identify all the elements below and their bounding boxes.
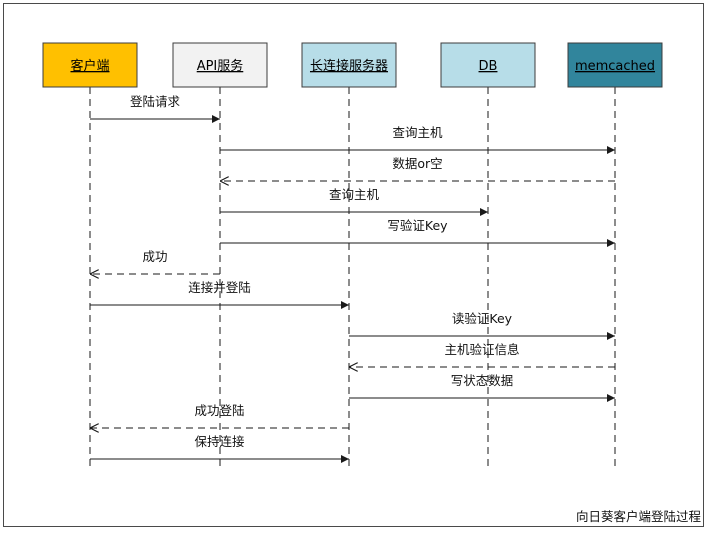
actor-box-3[interactable]: DB bbox=[440, 42, 536, 88]
actor-rect-0 bbox=[42, 42, 138, 88]
message-label-3: 查询主机 bbox=[329, 187, 380, 202]
actor-label-3: DB bbox=[479, 59, 498, 74]
actor-box-4[interactable]: memcached bbox=[567, 42, 663, 88]
actor-rect-2 bbox=[301, 42, 397, 88]
actor-label-0: 客户端 bbox=[70, 58, 109, 74]
message-label-10: 成功登陆 bbox=[194, 403, 244, 418]
message-label-8: 主机验证信息 bbox=[444, 342, 519, 357]
message-label-11: 保持连接 bbox=[194, 434, 245, 449]
message-label-9: 写状态数据 bbox=[451, 373, 514, 388]
message-label-2: 数据or空 bbox=[392, 156, 442, 171]
actor-rect-4 bbox=[567, 42, 663, 88]
message-label-1: 查询主机 bbox=[392, 125, 443, 140]
message-label-7: 读验证Key bbox=[452, 311, 513, 326]
diagram-caption: 向日葵客户端登陆过程 bbox=[575, 509, 701, 524]
message-label-6: 连接并登陆 bbox=[188, 280, 251, 295]
actor-box-0[interactable]: 客户端 bbox=[42, 42, 138, 88]
message-label-0: 登陆请求 bbox=[130, 94, 181, 109]
actor-box-2[interactable]: 长连接服务器 bbox=[301, 42, 397, 88]
actor-label-2: 长连接服务器 bbox=[310, 58, 388, 74]
message-label-4: 写验证Key bbox=[387, 218, 448, 233]
actor-box-1[interactable]: API服务 bbox=[172, 42, 268, 88]
actor-label-4: memcached bbox=[575, 59, 655, 74]
actor-rect-3 bbox=[440, 42, 536, 88]
message-label-5: 成功 bbox=[142, 249, 167, 264]
actor-rect-1 bbox=[172, 42, 268, 88]
actor-label-1: API服务 bbox=[197, 58, 244, 74]
diagram-frame bbox=[3, 3, 704, 527]
